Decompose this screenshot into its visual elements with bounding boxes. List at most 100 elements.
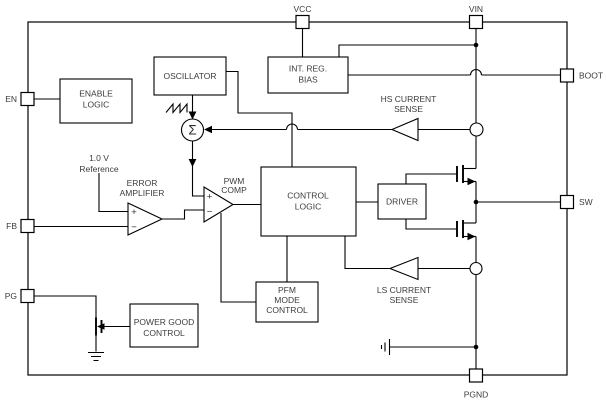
wire-hssense-to-summing-with-hop — [211, 123, 392, 131]
hs-current-sense: HS CURRENT SENSE — [381, 94, 437, 142]
hs-current-sense-label2: SENSE — [394, 104, 423, 114]
en-pin-square — [20, 91, 35, 107]
pin-vin: VIN — [468, 4, 484, 30]
pg-mosfet-icon — [95, 317, 105, 336]
wire-lssense-to-controllogic — [344, 236, 390, 270]
junction-dot-vin — [473, 42, 479, 48]
oscillator-label: OSCILLATOR — [163, 71, 216, 81]
int-reg-bias-label2: BIAS — [298, 75, 318, 85]
error-amplifier-triangle — [127, 202, 164, 236]
enable-logic-label: ENABLE — [79, 89, 113, 99]
reference-value: 1.0 V — [89, 153, 109, 163]
ground-icon-rotated — [380, 339, 391, 355]
hs-mosfet-icon — [456, 165, 476, 186]
wire-pg-to-fet — [34, 295, 97, 318]
vcc-pin-square — [295, 14, 310, 30]
wire-driver-to-lsgate — [405, 219, 457, 230]
driver-label: DRIVER — [386, 197, 418, 207]
ls-sense-node-circle — [469, 261, 483, 276]
summing-junction: Σ — [180, 118, 205, 142]
control-logic-box — [260, 166, 357, 237]
vin-pin-label: VIN — [469, 4, 483, 14]
sw-pin-label: SW — [579, 197, 593, 207]
fb-pin-label: FB — [6, 221, 17, 231]
hs-mosfet-arrow-icon — [467, 177, 476, 186]
sigma-symbol: Σ — [188, 123, 196, 138]
enable-logic-box — [59, 78, 133, 124]
block-control-logic: CONTROL LOGIC — [260, 166, 357, 237]
block-pfm-mode-control: PFM MODE CONTROL — [255, 281, 319, 323]
power-good-control-box — [129, 303, 199, 348]
block-int-reg-bias: INT. REG. BIAS — [267, 56, 349, 94]
pin-pgnd: PGND — [464, 368, 489, 400]
pin-boot: BOOT — [559, 68, 603, 83]
pin-sw: SW — [559, 194, 593, 210]
ls-mosfet-arrow-icon — [467, 232, 476, 241]
wire-summing-to-pwmcomp — [191, 141, 204, 197]
wire-oscillator-to-controllogic — [226, 70, 293, 167]
wire-reference-to-erroramp — [98, 173, 128, 213]
error-amplifier-minus: − — [131, 222, 137, 233]
wire-bias-to-boot-with-hop — [348, 69, 561, 76]
ls-mosfet-icon — [456, 220, 476, 241]
ground-icon — [88, 351, 104, 362]
pin-pg: PG — [5, 288, 35, 304]
wire-driver-to-hsgate — [405, 173, 457, 184]
pg-mosfet-arrow-icon — [97, 323, 105, 330]
pgnd-pin-square — [468, 368, 484, 383]
vin-pin-square — [468, 14, 484, 30]
control-logic-label2: LOGIC — [295, 202, 321, 212]
control-logic-label: CONTROL — [287, 191, 329, 201]
arrow-summing-out — [188, 159, 197, 167]
pgnd-ground-bars — [380, 339, 391, 355]
pg-pin-label: PG — [5, 291, 17, 301]
ls-current-sense-label2: SENSE — [390, 295, 419, 305]
block-driver: DRIVER — [377, 183, 427, 220]
pin-vcc: VCC — [294, 4, 312, 30]
sw-pin-square — [559, 194, 575, 210]
hs-current-sense-triangle — [390, 117, 419, 142]
hs-current-sense-label: HS CURRENT — [381, 94, 437, 104]
boot-pin-label: BOOT — [579, 71, 603, 81]
int-reg-bias-box — [267, 56, 349, 94]
pwm-comp-triangle — [203, 186, 235, 223]
pwm-comp-minus: − — [207, 207, 213, 218]
pin-fb: FB — [6, 218, 35, 234]
pwm-comp-plus: + — [207, 192, 213, 203]
boot-pin-square — [559, 68, 575, 83]
pg-pin-square — [20, 288, 35, 304]
junction-dot-pgnd — [473, 344, 479, 350]
wire-erroramp-to-pwmcomp — [162, 209, 204, 220]
error-amplifier-label: ERROR — [127, 178, 158, 188]
fb-pin-square — [20, 218, 35, 234]
wire-pwmcomp-to-pfm — [220, 213, 256, 303]
error-amplifier-plus: + — [131, 207, 137, 218]
wire-bias-to-vin — [338, 44, 476, 57]
junction-dot-sw — [473, 199, 479, 205]
ls-current-sense: LS CURRENT SENSE — [377, 256, 431, 305]
error-amplifier-label2: AMPLIFIER — [120, 188, 165, 198]
pfm-label3: CONTROL — [266, 305, 308, 315]
int-reg-bias-label: INT. REG. — [289, 64, 327, 74]
pwm-comp-label: PWM — [224, 176, 245, 186]
pfm-label2: MODE — [274, 295, 300, 305]
vcc-pin-label: VCC — [294, 4, 312, 14]
pg-ground-bars — [88, 351, 104, 362]
error-amplifier: + − ERROR AMPLIFIER — [120, 178, 165, 236]
pwm-comp-label2: COMP — [221, 185, 247, 195]
sawtooth-ramp-icon — [165, 102, 188, 115]
pfm-mode-control-box — [255, 281, 319, 323]
power-good-label: POWER GOOD — [134, 317, 194, 327]
ls-current-sense-triangle — [388, 256, 419, 281]
pgnd-pin-label: PGND — [464, 390, 489, 400]
ls-current-sense-label: LS CURRENT — [377, 285, 431, 295]
hs-sense-node-circle — [469, 122, 484, 137]
driver-box — [377, 183, 427, 220]
block-oscillator: OSCILLATOR — [153, 56, 227, 96]
voltage-reference: 1.0 V Reference — [79, 153, 118, 174]
reference-label: Reference — [79, 164, 118, 174]
block-power-good-control: POWER GOOD CONTROL — [129, 303, 199, 348]
power-good-label2: CONTROL — [143, 328, 185, 338]
en-pin-label: EN — [5, 94, 17, 104]
